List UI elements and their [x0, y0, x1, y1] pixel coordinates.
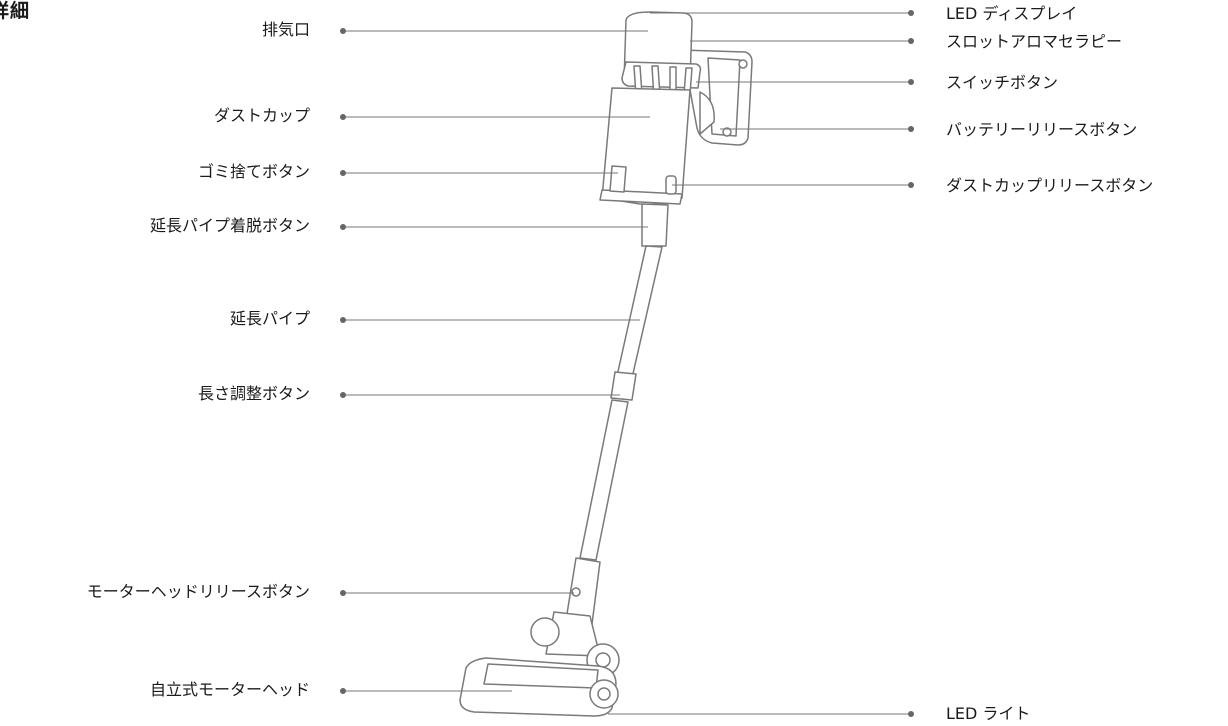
head-release-button — [571, 587, 581, 597]
leader-dot — [908, 126, 914, 132]
callout-label-right: LED ライト — [946, 704, 1031, 723]
page-title: 詳細 — [0, 0, 31, 22]
pipe-connector — [641, 203, 669, 247]
callout-label-left: 延長パイプ着脱ボタン — [149, 216, 310, 235]
led-light-inner — [597, 687, 611, 701]
leader-dot — [340, 28, 346, 34]
callout-label-left: ダストカップ — [213, 106, 310, 125]
switch-trigger — [699, 91, 715, 135]
vacuum-illustration — [459, 11, 753, 717]
battery-pack — [707, 57, 741, 137]
callout-label-right: スイッチボタン — [946, 73, 1059, 92]
leader-dot — [908, 79, 914, 85]
leader-dot — [340, 317, 346, 323]
empty-button — [609, 165, 627, 193]
battery-screw-bottom — [722, 127, 732, 137]
leader-dot — [908, 38, 914, 44]
wheel-right-hub — [595, 652, 611, 668]
callout-label-left: 自立式モーターヘッド — [149, 680, 310, 699]
leader-dot — [340, 392, 346, 398]
upper-pipe — [616, 245, 663, 379]
dust-cup-bottom — [599, 189, 683, 205]
leader-dot — [340, 224, 346, 230]
callout-label-left: ゴミ捨てボタン — [197, 162, 310, 181]
wheel-left — [530, 617, 560, 647]
leader-dot — [340, 590, 346, 596]
callout-label-left: 長さ調整ボタン — [197, 384, 310, 403]
leader-dot — [340, 170, 346, 176]
leader-dot — [340, 688, 346, 694]
leader-dot — [908, 10, 914, 16]
callout-label-left: 排気口 — [261, 20, 310, 39]
leader-dot — [908, 182, 914, 188]
callout-label-left: 延長パイプ — [229, 309, 310, 328]
callout-label-right: ダストカップリリースボタン — [946, 176, 1154, 195]
battery-screw-top — [738, 59, 748, 69]
length-collar — [610, 371, 637, 401]
leader-dot — [340, 114, 346, 120]
callout-label-right: スロットアロマセラピー — [946, 32, 1123, 51]
callout-label-left: モーターヘッドリリースボタン — [86, 582, 310, 601]
lower-pipe — [579, 399, 629, 561]
leader-lines — [340, 10, 914, 717]
callout-label-right: LED ディスプレイ — [946, 4, 1078, 23]
leader-dot — [908, 711, 914, 717]
callout-label-right: バッテリーリリースボタン — [946, 120, 1138, 139]
